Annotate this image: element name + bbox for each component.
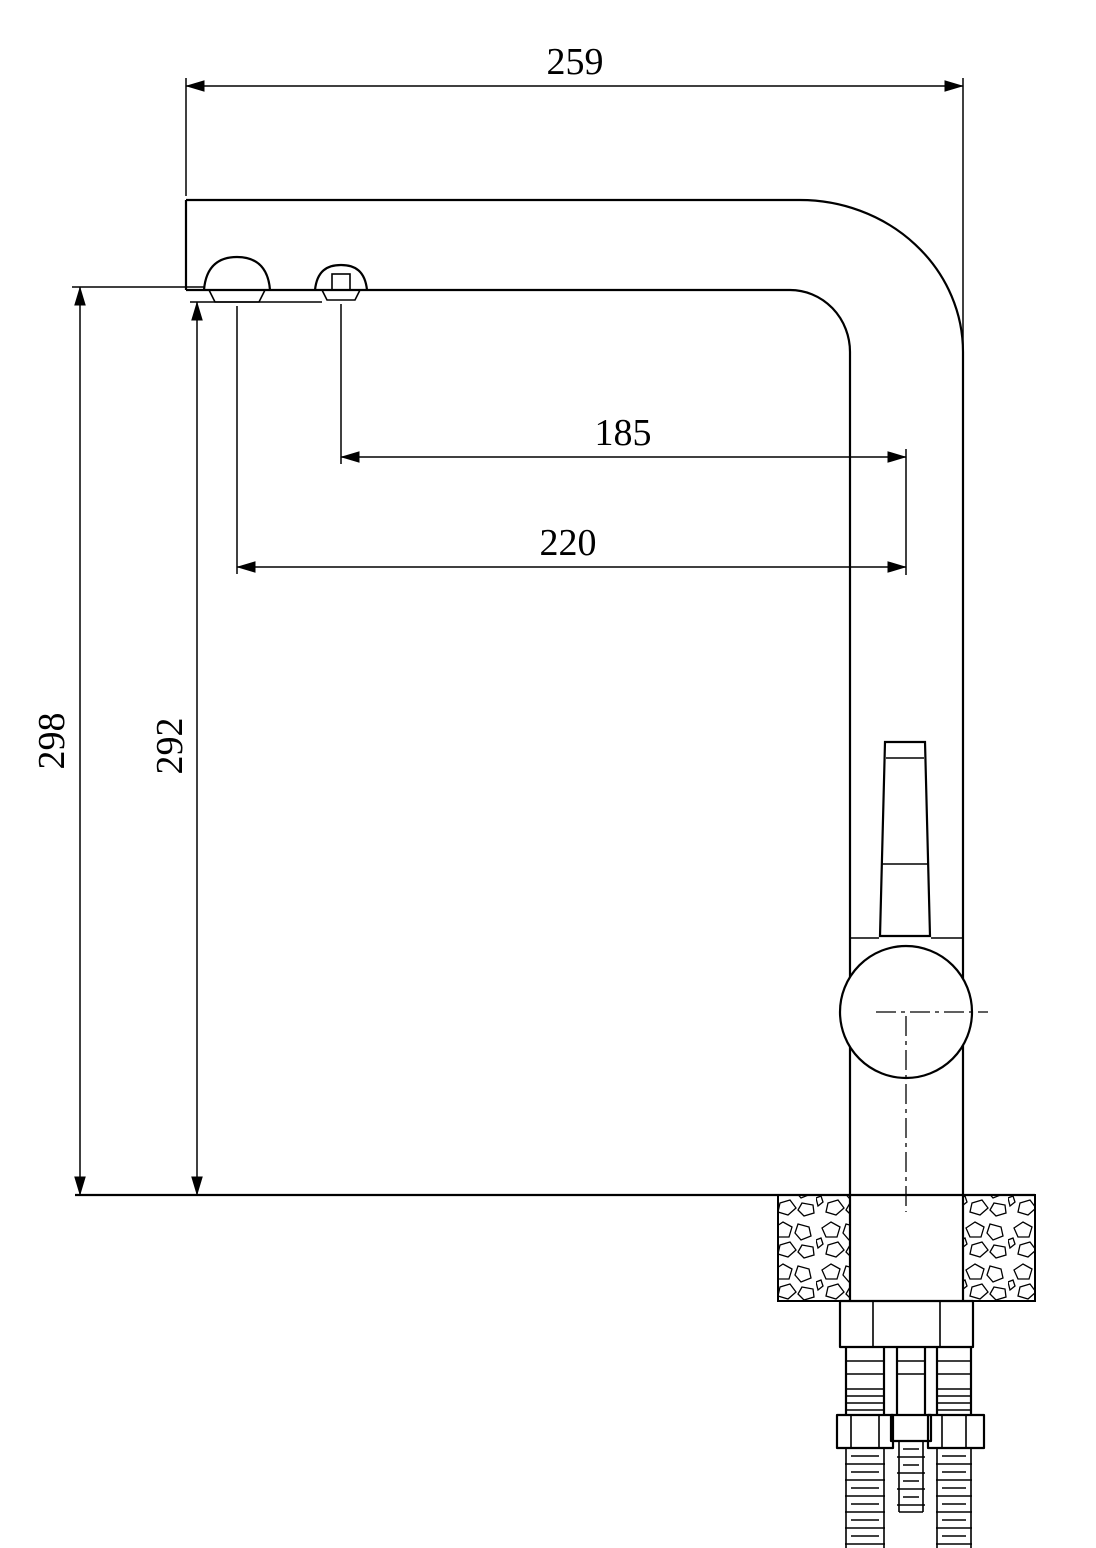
extension-lines: [185, 78, 964, 348]
dim-label-spout-height: 292: [149, 718, 191, 775]
dim-label-top-width: 259: [547, 41, 604, 83]
supply-hose-right: [926, 1347, 986, 1548]
dim-overall-height: 298: [31, 286, 204, 1196]
dim-upper-reach: 185: [340, 304, 907, 575]
extension-lines: [340, 304, 907, 575]
filter-outlet-dome: [313, 263, 369, 291]
supply-tube-middle: [889, 1347, 933, 1513]
hose-nut-facets: [941, 1415, 967, 1448]
mounting-nut-facets: [872, 1301, 941, 1347]
aerator-lip: [208, 289, 266, 303]
under-counter-fittings: [835, 1299, 986, 1548]
spout-outer-profile: [186, 198, 965, 1195]
hose-tube: [935, 1347, 973, 1415]
dim-top-width: 259: [185, 41, 964, 348]
mounting-nut: [838, 1299, 975, 1349]
faucet-shank: [848, 1195, 965, 1301]
countertop-section-right: [962, 1194, 1036, 1302]
countertop-section-left: [777, 1194, 851, 1302]
spout-inner-profile: [186, 288, 852, 1195]
dim-label-upper-reach: 185: [595, 412, 652, 454]
hose-bellows: [936, 1448, 972, 1548]
countertop: [75, 1193, 1036, 1302]
hose-bellows: [845, 1448, 885, 1548]
hose-threads: [937, 1388, 971, 1411]
filter-outlet-lip: [321, 289, 361, 301]
handle-assembly: [838, 740, 988, 1212]
tube-nut: [889, 1413, 933, 1443]
tube-ribs: [897, 1441, 925, 1513]
filter-outlet-notch: [331, 273, 351, 291]
supply-hose-left: [835, 1347, 895, 1548]
hose-tube: [844, 1347, 886, 1415]
hose-nut-facets: [850, 1415, 880, 1448]
dimensions: 259 185 220 298 292: [31, 41, 964, 1196]
hose-threads: [846, 1388, 884, 1411]
dim-label-lower-reach: 220: [540, 522, 597, 564]
dim-lower-reach: 220: [236, 306, 907, 574]
tube-ticks: [897, 1360, 925, 1375]
handle-lever: [878, 740, 932, 938]
hose-ticks: [937, 1360, 971, 1375]
hose-nut: [835, 1413, 895, 1450]
hose-ticks: [846, 1360, 884, 1375]
tube-body: [895, 1347, 927, 1415]
hose-nut: [926, 1413, 986, 1450]
dim-label-overall-height: 298: [31, 713, 73, 770]
aerator-dome: [202, 255, 272, 291]
dim-spout-height: 292: [149, 301, 322, 1196]
faucet-body: [184, 198, 965, 1195]
